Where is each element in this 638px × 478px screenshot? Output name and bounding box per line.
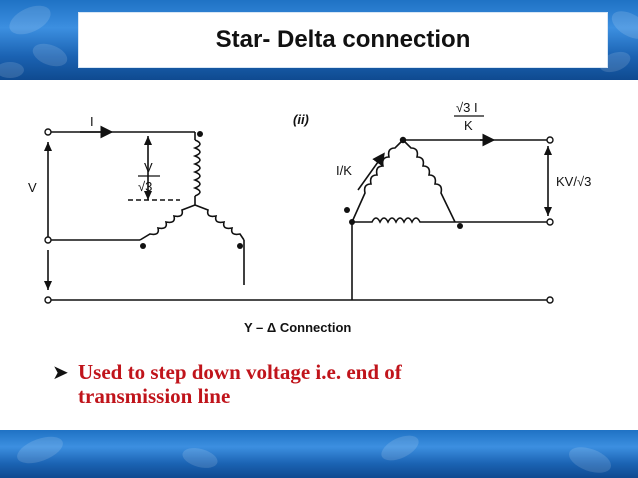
arrowhead-icon	[544, 146, 552, 155]
footer-band	[0, 430, 638, 478]
bullet-text: Used to step down voltage i.e. end of tr…	[78, 360, 402, 408]
label-voltage: V	[28, 180, 37, 195]
polarity-dot	[140, 243, 146, 249]
bullet-item: ➤ Used to step down voltage i.e. end of …	[52, 360, 612, 408]
label-line-voltage: KV/√3	[556, 174, 591, 189]
label-line-current-den: K	[464, 118, 473, 133]
star-coil-vertical	[192, 139, 201, 197]
delta-coil-left	[351, 139, 404, 223]
delta-coil-right	[402, 139, 456, 223]
butterfly-pattern	[17, 435, 612, 473]
terminal	[44, 296, 52, 304]
terminal	[44, 128, 52, 136]
arrowhead-bullet-icon: ➤	[52, 360, 69, 384]
arrowhead-icon	[44, 142, 52, 151]
star-coil-left	[139, 204, 196, 241]
terminal	[44, 236, 52, 244]
label-phase-voltage-den: √3	[138, 179, 152, 194]
terminal	[546, 136, 554, 144]
terminal	[546, 296, 554, 304]
polarity-dot	[399, 136, 407, 144]
polarity-dot	[457, 223, 463, 229]
phase-current-arrow	[357, 152, 385, 191]
label-ii: (ii)	[293, 112, 309, 127]
polarity-dot	[237, 243, 243, 249]
label-phase-voltage-num: V	[144, 160, 153, 175]
arrowhead-icon	[44, 281, 52, 290]
arrowhead-icon	[144, 191, 152, 200]
slide-title: Star- Delta connection	[215, 26, 471, 53]
polarity-dot	[197, 131, 203, 137]
arrowhead-icon	[144, 136, 152, 145]
terminal	[546, 218, 554, 226]
star-delta-diagram: (ii) I V V √3 I/K √3 I K KV/√3 Y – Δ Con…	[28, 100, 591, 335]
header-band: Star- Delta connection	[0, 0, 638, 80]
arrowhead-icon	[544, 207, 552, 216]
title-box: Star- Delta connection	[78, 12, 608, 68]
label-line-current-num: √3 I	[456, 100, 478, 115]
label-phase-current: I/K	[336, 163, 352, 178]
star-coil-right	[194, 204, 245, 241]
label-current: I	[90, 114, 94, 129]
diagram-caption: Y – Δ Connection	[244, 320, 351, 335]
polarity-dot	[349, 219, 355, 225]
delta-coil-bottom	[352, 217, 455, 224]
polarity-dot	[344, 207, 350, 213]
